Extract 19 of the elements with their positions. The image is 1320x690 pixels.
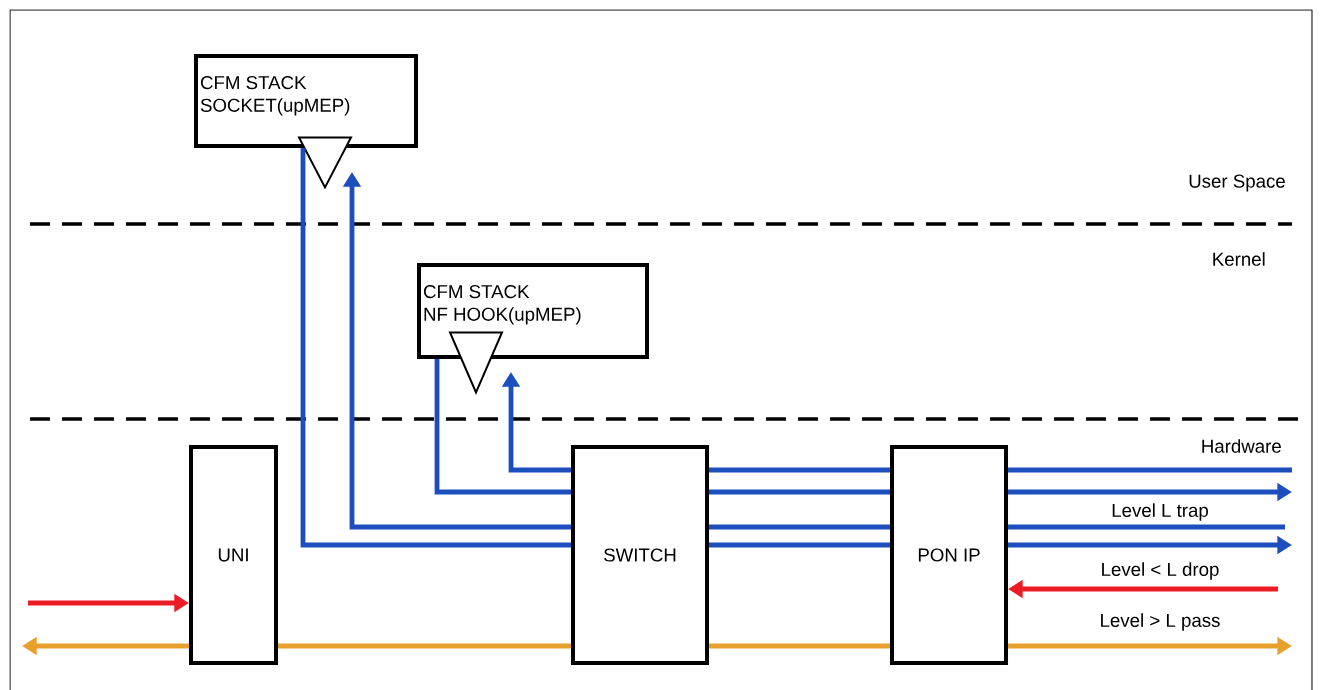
layer-label: Hardware [1202,439,1281,453]
process-box: SWITCH [571,445,709,665]
connector-line [434,359,571,495]
layer-label: Kernel [1213,252,1265,266]
process-box: PON IP [890,445,1008,665]
connector-line [278,643,571,649]
connector-line [1008,524,1285,530]
connector-line [709,542,890,548]
connector-line [709,489,890,495]
edge-label: Level < L drop [1099,560,1221,582]
edge-label: Level > L pass [1098,612,1222,633]
edge-label: Level L trap [1109,502,1211,523]
layer-label: User Space [1189,174,1285,192]
connector-line [709,467,890,473]
connector-line [300,148,571,548]
connector-line [709,643,890,649]
connector-line [709,524,890,530]
process-box: UNI [189,445,278,665]
connector-line [1008,467,1292,473]
